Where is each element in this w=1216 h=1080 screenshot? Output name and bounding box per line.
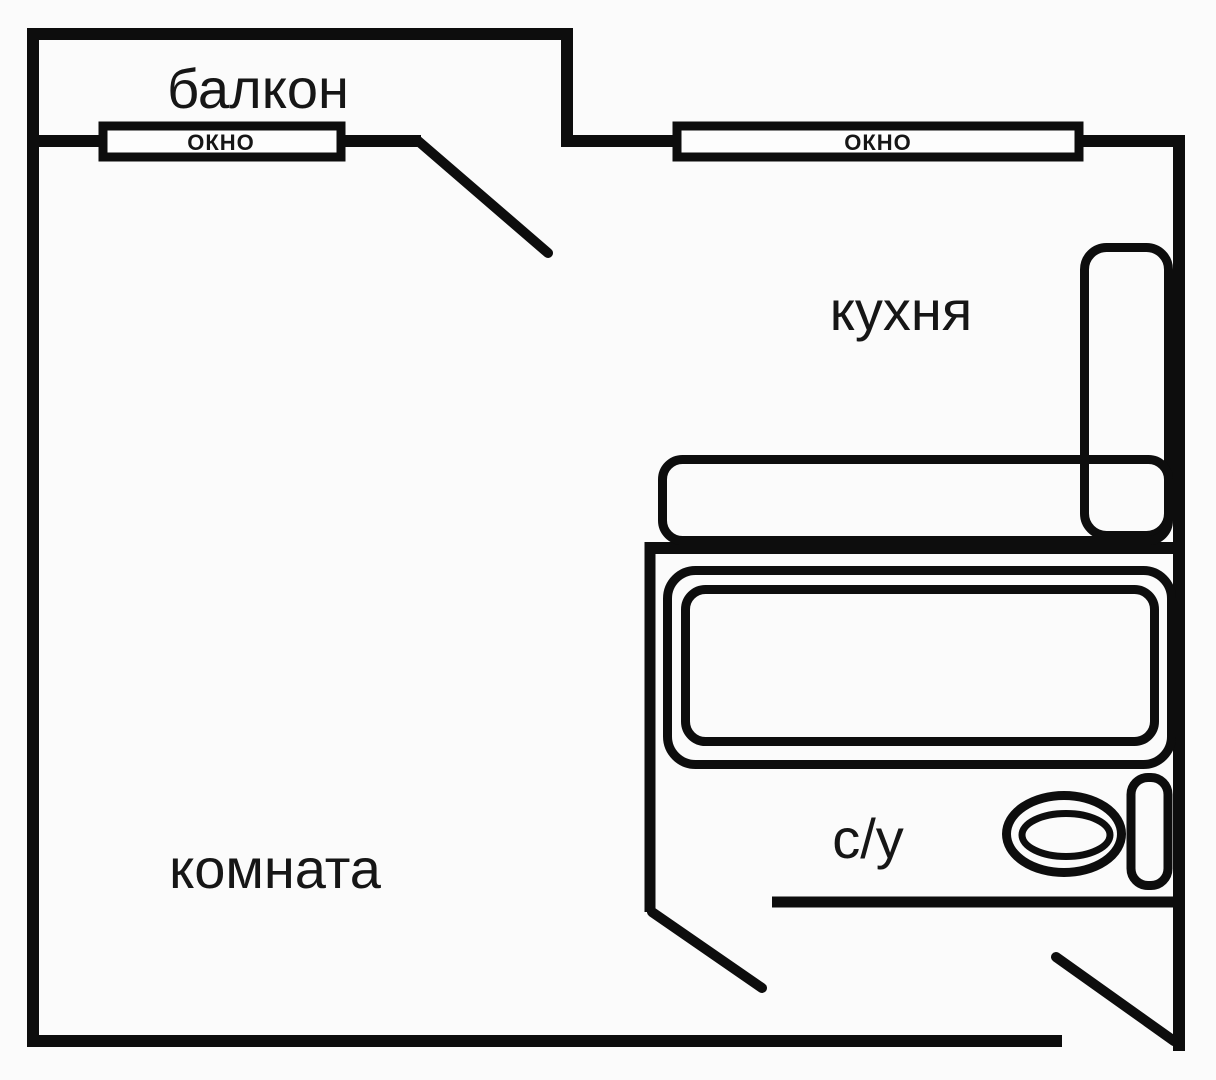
toilet-tank (1126, 773, 1173, 890)
balcony-door-swing (412, 135, 553, 258)
window-2-label: ОКНО (844, 130, 912, 155)
kitchen-label: кухня (830, 279, 972, 342)
balcony-label: балкон (167, 57, 349, 120)
bathroom-door-swing (647, 907, 767, 993)
bathroom-label: с/у (832, 807, 904, 870)
window-2 (672, 121, 1084, 162)
window-1 (98, 121, 346, 162)
toilet-bowl-outer (1002, 791, 1126, 877)
fridge (1080, 243, 1173, 540)
bathtub-inner (681, 585, 1159, 746)
toilet-bowl-inner (1018, 810, 1114, 860)
entrance-door-swing (1051, 952, 1179, 1046)
room-label: комната (169, 837, 382, 900)
kitchen-counter (658, 455, 1173, 545)
window-1-label: ОКНО (187, 130, 255, 155)
bathtub-outer (663, 566, 1176, 769)
